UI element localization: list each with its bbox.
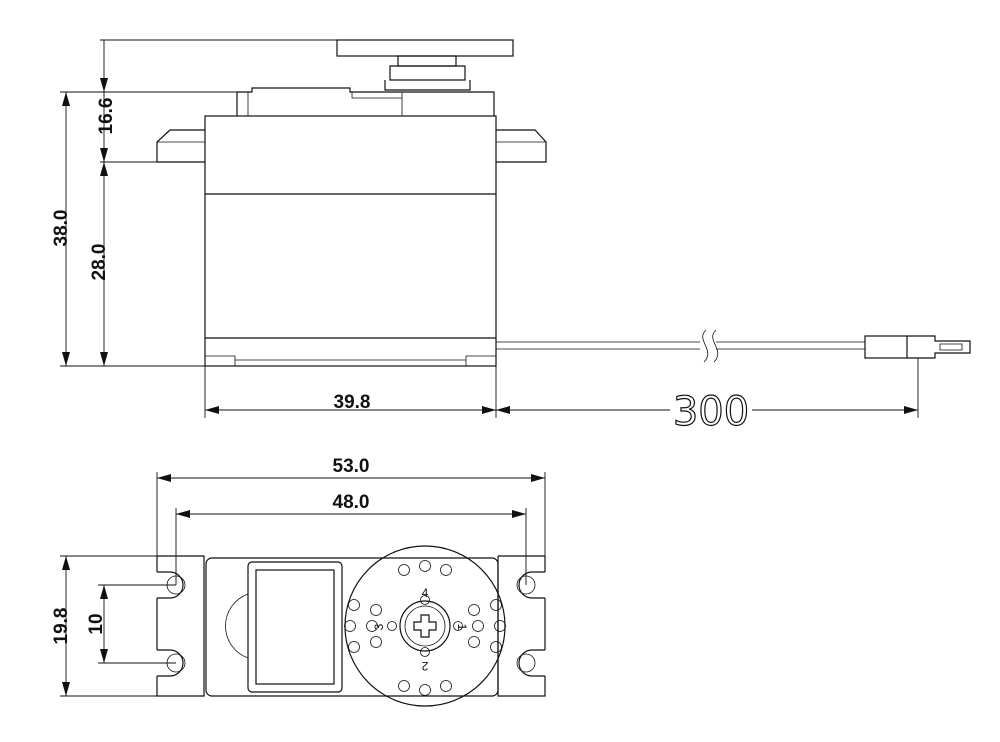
idler-gear-arc — [225, 593, 249, 659]
body-top — [205, 557, 499, 697]
cable — [496, 341, 865, 350]
dim-hole-vertical-spacing: 10 — [86, 613, 107, 634]
dim-overall-depth: 19.8 — [51, 608, 72, 645]
dim-overall-width: 53.0 — [333, 456, 370, 477]
mounting-ear-right — [496, 129, 547, 163]
output-shaft — [397, 55, 457, 67]
horn-holes — [344, 560, 506, 696]
dim-hole-spacing: 48.0 — [333, 492, 370, 513]
side-view: 38.0 16.6 28.0 39.8 300 — [51, 39, 971, 436]
dim-top-height: 16.6 — [96, 98, 117, 135]
dim-total-height: 38.0 — [51, 210, 72, 247]
top-view: 1 2 3 4 53.0 48.0 19.8 10 — [51, 456, 546, 707]
label-plate — [247, 561, 343, 693]
horn-hole-label-4: 4 — [422, 586, 429, 600]
horn-hole-label-2: 2 — [421, 659, 428, 673]
horn-hub — [399, 600, 451, 652]
round-horn — [344, 545, 506, 707]
mounting-flange — [156, 555, 546, 697]
servo-body — [204, 115, 497, 367]
mount-slot-bottom-right — [518, 649, 545, 677]
dim-cable-length: 300 — [673, 389, 749, 435]
cable-break — [702, 329, 719, 363]
shaft-collar — [389, 65, 466, 81]
horn-screw-cross — [413, 614, 437, 638]
servo-horn-side — [336, 39, 514, 57]
dim-body-width: 39.8 — [334, 392, 371, 413]
cable-connector — [864, 335, 908, 359]
dim-body-height: 28.0 — [89, 244, 110, 281]
mount-slot-top-right — [518, 571, 545, 599]
bottom-cover — [205, 355, 496, 366]
gear-housing — [236, 87, 495, 116]
horn-hole-label-1: 1 — [455, 624, 469, 631]
mounting-ear-left — [156, 129, 205, 163]
mount-slot-bottom-left — [157, 649, 184, 677]
mount-slot-top-left — [157, 571, 184, 599]
horn-hole-label-3: 3 — [372, 623, 386, 630]
